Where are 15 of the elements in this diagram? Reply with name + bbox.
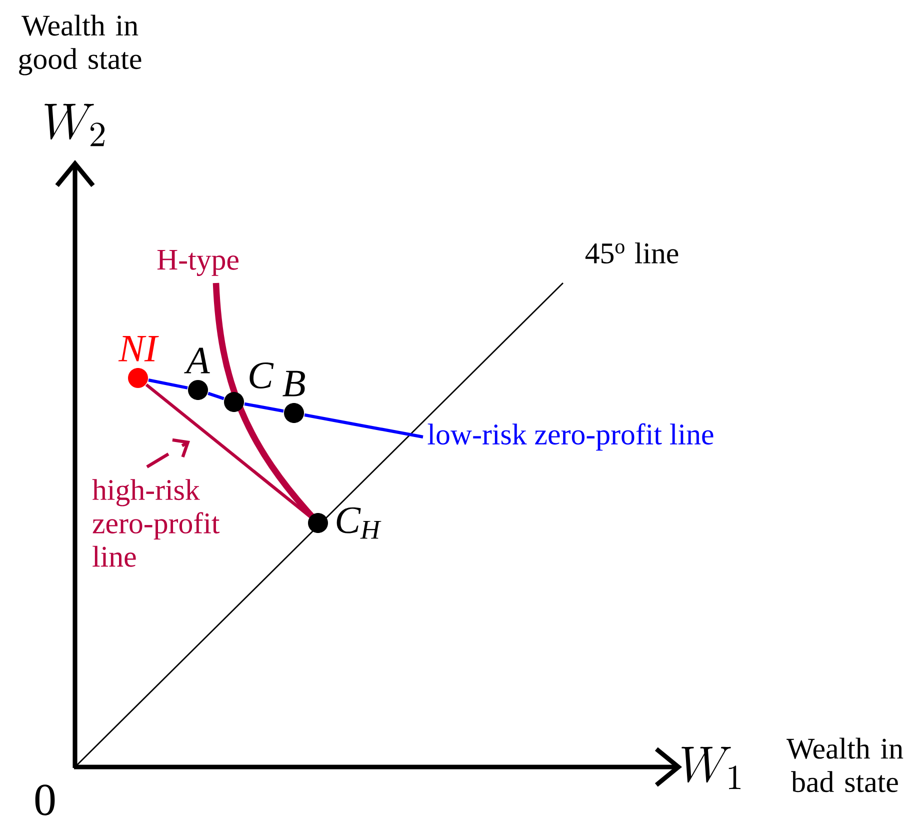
zero-profit-line [148,378,188,390]
line-label: high-risk zero-profit line [92,479,220,567]
zero-profit-line [244,402,284,413]
line-label: low-risk zero-profit line [428,423,714,451]
zero-profit-line [304,413,424,439]
axis-symbol: $W_1$ [682,746,740,790]
line-label: H-type [157,250,238,276]
origin-label: 0 [35,784,55,816]
zero-profit-line [208,392,224,400]
leader-arrow [146,438,190,468]
axis-label: Wealth in bad state [786,738,904,792]
axis-label: Wealth in good state [19,14,142,76]
axis-symbol: $W_2$ [44,104,104,146]
line-label: 45$^{o}$ line [585,242,678,264]
zero-profit-line [145,383,311,518]
